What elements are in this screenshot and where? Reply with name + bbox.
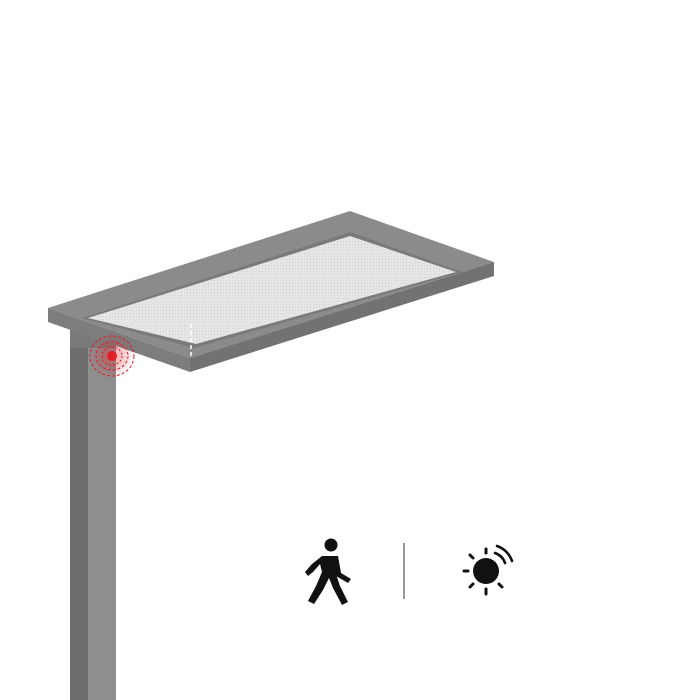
lamp-head-right-side	[190, 262, 494, 372]
sensor-indicator	[89, 334, 135, 378]
motion-sensor-walking-person-icon	[305, 538, 351, 605]
lamp-head	[48, 211, 494, 372]
lamp-diffuser-panel	[88, 236, 456, 344]
lamp-pole	[70, 330, 116, 700]
daylight-sensor-sun-icon	[462, 544, 514, 596]
